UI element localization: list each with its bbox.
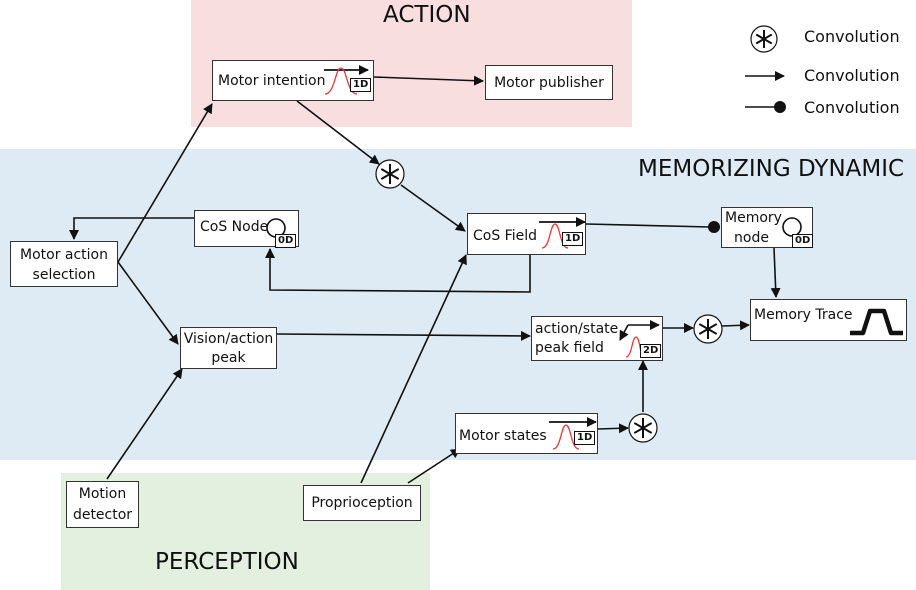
motion-detector-line2: detector <box>72 507 133 523</box>
legend-label-convolution: Convolution <box>804 27 900 46</box>
motion-detector-line1: Motion <box>78 486 127 502</box>
edge-intention-publisher <box>373 75 484 86</box>
dot-end-memorynode <box>708 221 720 233</box>
motor-states-node: Motor states 1D <box>455 413 598 454</box>
vision-action-peak-line2: peak <box>211 350 246 366</box>
perception-title: PERCEPTION <box>155 549 299 575</box>
memory-node: Memory node 0D <box>721 207 814 248</box>
edge-motorstates-conv3 <box>597 423 629 434</box>
action-state-peak-field-node: action/state peak field 2D <box>531 316 663 361</box>
motion-detector-node: Motion detector <box>66 481 139 528</box>
motor-action-selection-node: Motor action selection <box>10 241 118 287</box>
memory-node-line2: node <box>734 230 769 246</box>
peak-field-line2: peak field <box>535 340 604 356</box>
proprioception-label: Proprioception <box>311 495 413 511</box>
motor-states-label: Motor states <box>459 428 547 444</box>
peak-field-dim: 2D <box>640 344 662 358</box>
cos-field-dim: 1D <box>562 232 584 246</box>
proprioception-node: Proprioception <box>303 485 421 521</box>
motor-intention-dim: 1D <box>350 78 372 92</box>
edge-cosfield-cosnode <box>265 248 531 293</box>
cos-node-label: CoS Node <box>200 219 269 235</box>
legend-label-dot-line: Convolution <box>804 98 900 117</box>
edge-selection-intention <box>117 103 213 263</box>
edge-motion-vision <box>106 368 183 480</box>
cos-node-dim: 0D <box>275 234 297 248</box>
motor-publisher-label: Motor publisher <box>494 75 604 91</box>
memory-trace-pulse-icon <box>850 308 903 336</box>
memory-node-dim: 0D <box>792 234 814 248</box>
edge-cosnode-selection <box>69 217 194 240</box>
motor-action-selection-line2: selection <box>32 267 96 283</box>
convolution-star-3 <box>628 413 658 443</box>
edge-cosfield-memorynode <box>585 223 711 228</box>
edge-selection-vision <box>117 261 179 345</box>
cos-node: CoS Node 0D <box>194 210 299 248</box>
motor-states-dim: 1D <box>574 431 596 445</box>
memory-node-line1: Memory <box>725 210 782 226</box>
one-d-field-icon <box>549 417 597 450</box>
motor-action-selection-line1: Motor action <box>20 247 108 263</box>
convolution-star-2 <box>693 314 723 344</box>
motor-intention-label: Motor intention <box>218 73 326 89</box>
cos-field-node: CoS Field 1D <box>467 213 586 255</box>
motor-publisher-node: Motor publisher <box>485 65 613 100</box>
edge-proprio-motorstates <box>407 448 461 484</box>
convolution-star-1 <box>375 159 405 189</box>
peak-field-line1: action/state <box>535 321 619 337</box>
edge-memorynode-trace <box>770 247 781 298</box>
memory-trace-label: Memory Trace <box>754 307 853 323</box>
action-title: ACTION <box>383 2 471 28</box>
edge-proprio-cosfield <box>360 254 467 484</box>
cos-field-label: CoS Field <box>473 228 537 244</box>
edge-vision-peakfield <box>276 330 531 341</box>
legend-convolution-star-icon <box>750 25 778 53</box>
edge-conv2-trace <box>721 320 750 331</box>
memory-trace-node: Memory Trace <box>750 299 907 341</box>
edge-intention-conv1 <box>296 100 380 165</box>
vision-action-peak-line1: Vision/action <box>183 331 274 347</box>
edge-conv1-cosfield <box>400 184 466 232</box>
legend-dot-line-icon <box>745 101 786 113</box>
legend-label-arrow: Convolution <box>804 66 900 85</box>
memorizing-title: MEMORIZING DYNAMIC <box>638 156 905 182</box>
motor-intention-node: Motor intention 1D <box>212 60 374 101</box>
vision-action-peak-node: Vision/action peak <box>180 327 277 369</box>
